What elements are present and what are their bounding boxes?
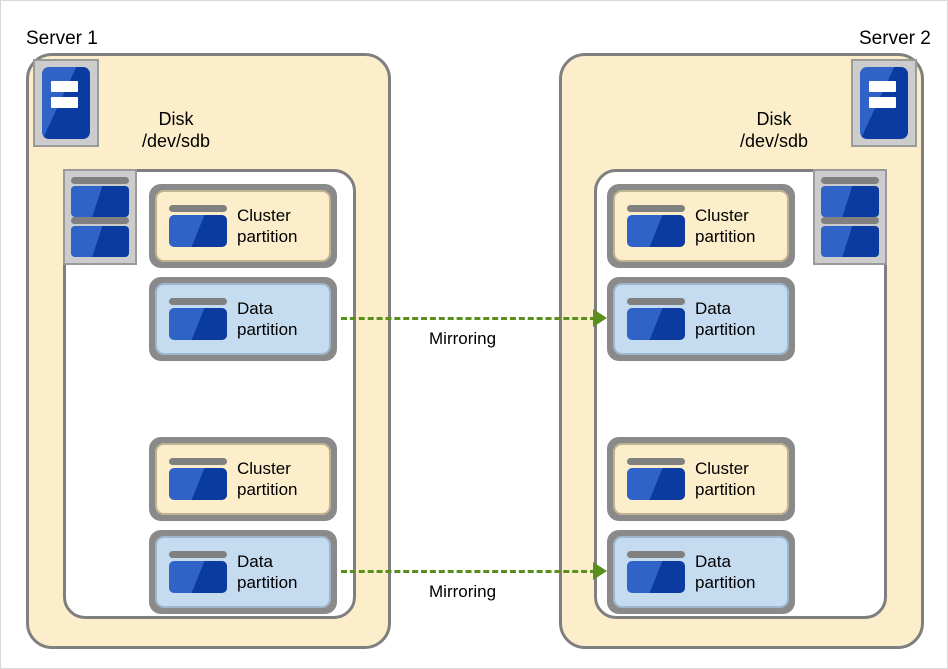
disk-icon bbox=[63, 169, 137, 265]
partition-cluster[interactable]: Cluster partition bbox=[149, 437, 337, 521]
partition-disk-icon bbox=[169, 458, 227, 500]
server-slot-icon bbox=[50, 96, 79, 108]
partition-disk-bar bbox=[627, 205, 685, 212]
mirror-top-label: Mirroring bbox=[429, 329, 497, 348]
server-icon bbox=[33, 59, 99, 147]
partition-data[interactable]: Data partition bbox=[149, 530, 337, 614]
disk-platter-body bbox=[71, 186, 129, 217]
partition-cluster[interactable]: Cluster partition bbox=[149, 184, 337, 268]
partition-label: Cluster partition bbox=[237, 205, 298, 246]
mirror-top-arrowhead-icon bbox=[593, 309, 607, 327]
partition-disk-body bbox=[169, 561, 227, 593]
server-icon bbox=[851, 59, 917, 147]
server-slot-icon bbox=[868, 81, 897, 93]
mirror-bottom-arrowhead-icon bbox=[593, 562, 607, 580]
partition-disk-bar bbox=[169, 551, 227, 558]
partition-disk-body bbox=[627, 561, 685, 593]
mirror-bottom-label: Mirroring bbox=[429, 582, 497, 601]
disk-platter-bar bbox=[821, 177, 879, 184]
partition-disk-body bbox=[627, 215, 685, 247]
disk-platter-body bbox=[821, 226, 879, 257]
partition-disk-body bbox=[169, 308, 227, 340]
disk-platter-icon bbox=[71, 177, 129, 217]
partition-disk-bar bbox=[169, 298, 227, 305]
partition-disk-bar bbox=[627, 551, 685, 558]
partition-data[interactable]: Data partition bbox=[607, 277, 795, 361]
partition-label: Data partition bbox=[237, 551, 298, 592]
mirror-top-line bbox=[341, 317, 596, 320]
disk-platter-bar bbox=[71, 177, 129, 184]
partition-disk-bar bbox=[169, 205, 227, 212]
server-1-disk-title: Disk /dev/sdb bbox=[141, 109, 211, 151]
partition-disk-icon bbox=[169, 205, 227, 247]
partition-disk-icon bbox=[627, 458, 685, 500]
disk-icon bbox=[813, 169, 887, 265]
disk-platter-body bbox=[821, 186, 879, 217]
partition-disk-bar bbox=[627, 458, 685, 465]
server-1-label: Server 1 bbox=[26, 28, 98, 49]
disk-platter-bar bbox=[71, 217, 129, 224]
partition-disk-icon bbox=[627, 205, 685, 247]
partition-disk-bar bbox=[169, 458, 227, 465]
server-tower-body bbox=[860, 67, 908, 139]
partition-label: Cluster partition bbox=[695, 205, 756, 246]
partition-disk-icon bbox=[169, 551, 227, 593]
partition-disk-icon bbox=[169, 298, 227, 340]
partition-disk-body bbox=[627, 308, 685, 340]
mirror-bottom-line bbox=[341, 570, 596, 573]
partition-label: Cluster partition bbox=[237, 458, 298, 499]
partition-disk-body bbox=[169, 468, 227, 500]
disk-platter-body bbox=[71, 226, 129, 257]
server-tower-body bbox=[42, 67, 90, 139]
partition-disk-icon bbox=[627, 298, 685, 340]
disk-platter-icon bbox=[71, 217, 129, 257]
partition-data[interactable]: Data partition bbox=[607, 530, 795, 614]
server-2-disk-title: Disk /dev/sdb bbox=[739, 109, 809, 151]
partition-data[interactable]: Data partition bbox=[149, 277, 337, 361]
partition-label: Data partition bbox=[237, 298, 298, 339]
partition-disk-body bbox=[169, 215, 227, 247]
disk-platter-icon bbox=[821, 217, 879, 257]
partition-label: Data partition bbox=[695, 298, 756, 339]
partition-label: Cluster partition bbox=[695, 458, 756, 499]
server-slot-icon bbox=[868, 96, 897, 108]
partition-disk-bar bbox=[627, 298, 685, 305]
server-2-label: Server 2 bbox=[859, 28, 931, 49]
partition-cluster[interactable]: Cluster partition bbox=[607, 437, 795, 521]
disk-platter-icon bbox=[821, 177, 879, 217]
partition-disk-icon bbox=[627, 551, 685, 593]
partition-disk-body bbox=[627, 468, 685, 500]
partition-label: Data partition bbox=[695, 551, 756, 592]
partition-cluster[interactable]: Cluster partition bbox=[607, 184, 795, 268]
server-slot-icon bbox=[50, 81, 79, 93]
disk-platter-bar bbox=[821, 217, 879, 224]
